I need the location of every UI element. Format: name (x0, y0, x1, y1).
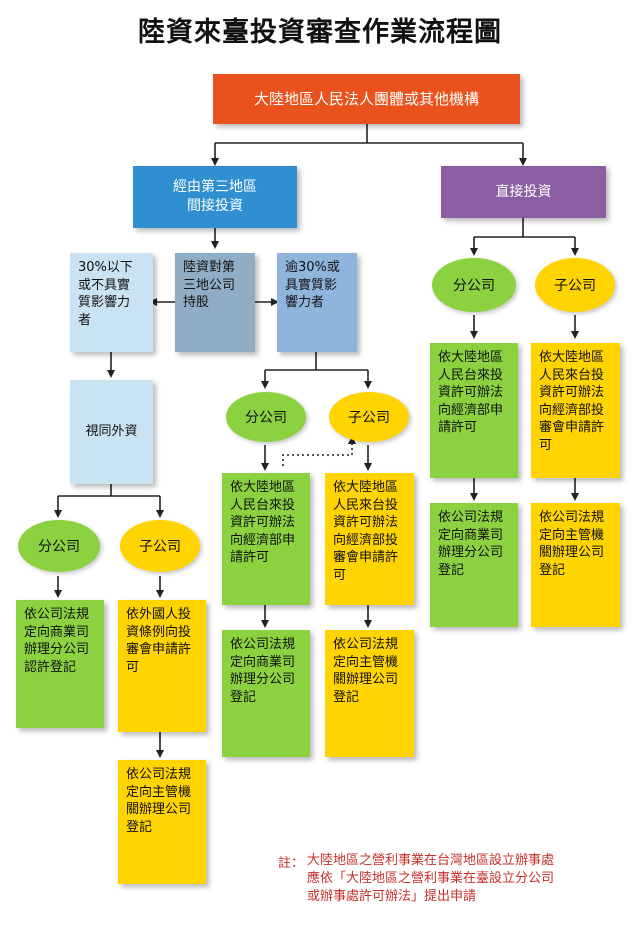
node-indirect-branch: 分公司 (226, 392, 306, 442)
node-indirect-investment: 經由第三地區 間接投資 (133, 166, 297, 228)
node-direct-subsidiary-apply: 依大陸地區 人民來台投 資許可辦法 向經濟部投 審會申請許 可 (531, 343, 620, 478)
node-indirect-branch-apply: 依大陸地區 人民台來投 資許可辦法 向經濟部申 請許可 (222, 473, 310, 605)
node-foreign-branch-register: 依公司法規 定向商業司 辦理分公司 認許登記 (16, 600, 104, 728)
node-third-party-holding: 陸資對第 三地公司 持股 (175, 253, 255, 352)
node-indirect-subsidiary-register: 依公司法規 定向主管機 關辦理公司 登記 (325, 630, 414, 757)
node-direct-branch: 分公司 (432, 258, 516, 312)
node-foreign-subsidiary-register: 依公司法規 定向主管機 關辦理公司 登記 (118, 760, 206, 884)
node-indirect-subsidiary-apply: 依大陸地區 人民來台投 資許可辦法 向經濟部投 審會申請許 可 (325, 473, 414, 605)
node-direct-branch-apply: 依大陸地區 人民台來投 資許可辦法 向經濟部申 請許可 (430, 343, 518, 478)
node-indirect-branch-register: 依公司法規 定向商業司 辦理分公司 登記 (222, 630, 310, 757)
node-indirect-subsidiary: 子公司 (329, 392, 409, 442)
node-foreign-branch: 分公司 (18, 520, 100, 572)
node-direct-investment: 直接投資 (441, 166, 606, 218)
node-direct-subsidiary: 子公司 (535, 258, 615, 312)
note-text: 大陸地區之營利事業在台灣地區設立辦事處 應依「大陸地區之營利事業在臺設立分公司 … (307, 853, 555, 904)
node-under-30-percent: 30%以下 或不具實 質影響力 者 (70, 253, 153, 352)
node-direct-subsidiary-register: 依公司法規 定向主管機 關辦理公司 登記 (531, 503, 620, 627)
node-direct-branch-register: 依公司法規 定向商業司 辦理分公司 登記 (430, 503, 518, 627)
node-foreign-subsidiary-apply: 依外國人投 資條例向投 審會申請許 可 (118, 600, 206, 732)
node-treated-as-foreign: 視同外資 (70, 380, 153, 484)
page-title: 陸資來臺投資審查作業流程圖 (138, 17, 502, 48)
node-over-30-percent: 逾30%或 具實質影 響力者 (277, 253, 357, 352)
node-foreign-subsidiary: 子公司 (120, 520, 200, 572)
note-label: 註： (278, 856, 305, 871)
node-root: 大陸地區人民法人團體或其他機構 (213, 74, 520, 124)
